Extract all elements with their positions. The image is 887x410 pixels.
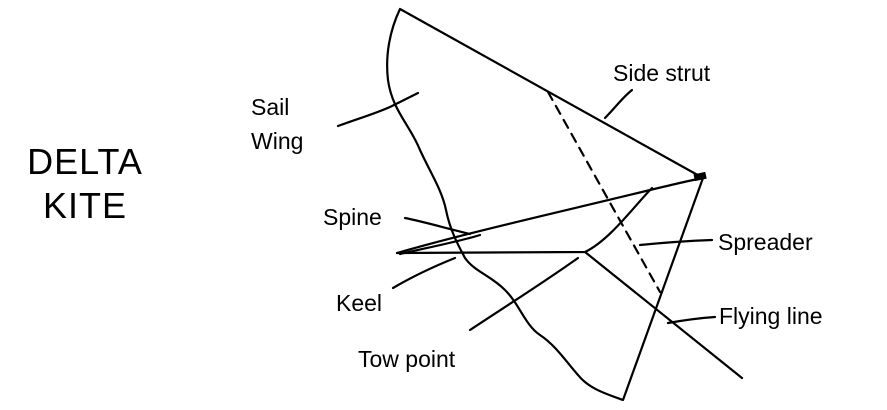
label-sail: Sail <box>251 94 290 120</box>
label-tow-point: Tow point <box>358 346 456 372</box>
spreader-leader <box>638 238 714 247</box>
spine-leader <box>403 216 472 236</box>
title-line-1: DELTA <box>27 141 143 182</box>
side-strut-leader <box>603 88 634 120</box>
flying-line-line <box>583 250 744 380</box>
label-flying-line: Flying line <box>719 303 823 329</box>
spine-line <box>395 176 705 255</box>
keel-line <box>395 186 654 255</box>
label-wing: Wing <box>251 128 304 154</box>
sail-wing-leader <box>336 91 420 128</box>
title-line-2: KITE <box>42 185 127 226</box>
label-side-strut: Side strut <box>613 60 711 86</box>
flying-line-leader <box>666 315 717 325</box>
keel-inner-line <box>398 233 482 256</box>
side-strut-line <box>546 90 662 294</box>
nose-cap <box>693 171 707 182</box>
label-spreader: Spreader <box>718 229 813 255</box>
label-keel: Keel <box>336 290 383 316</box>
diagram-title: DELTA KITE <box>0 140 170 228</box>
sail-outline <box>386 7 705 402</box>
tow-point-leader <box>468 256 580 332</box>
label-spine: Spine <box>323 204 382 230</box>
keel-leader <box>391 256 457 290</box>
